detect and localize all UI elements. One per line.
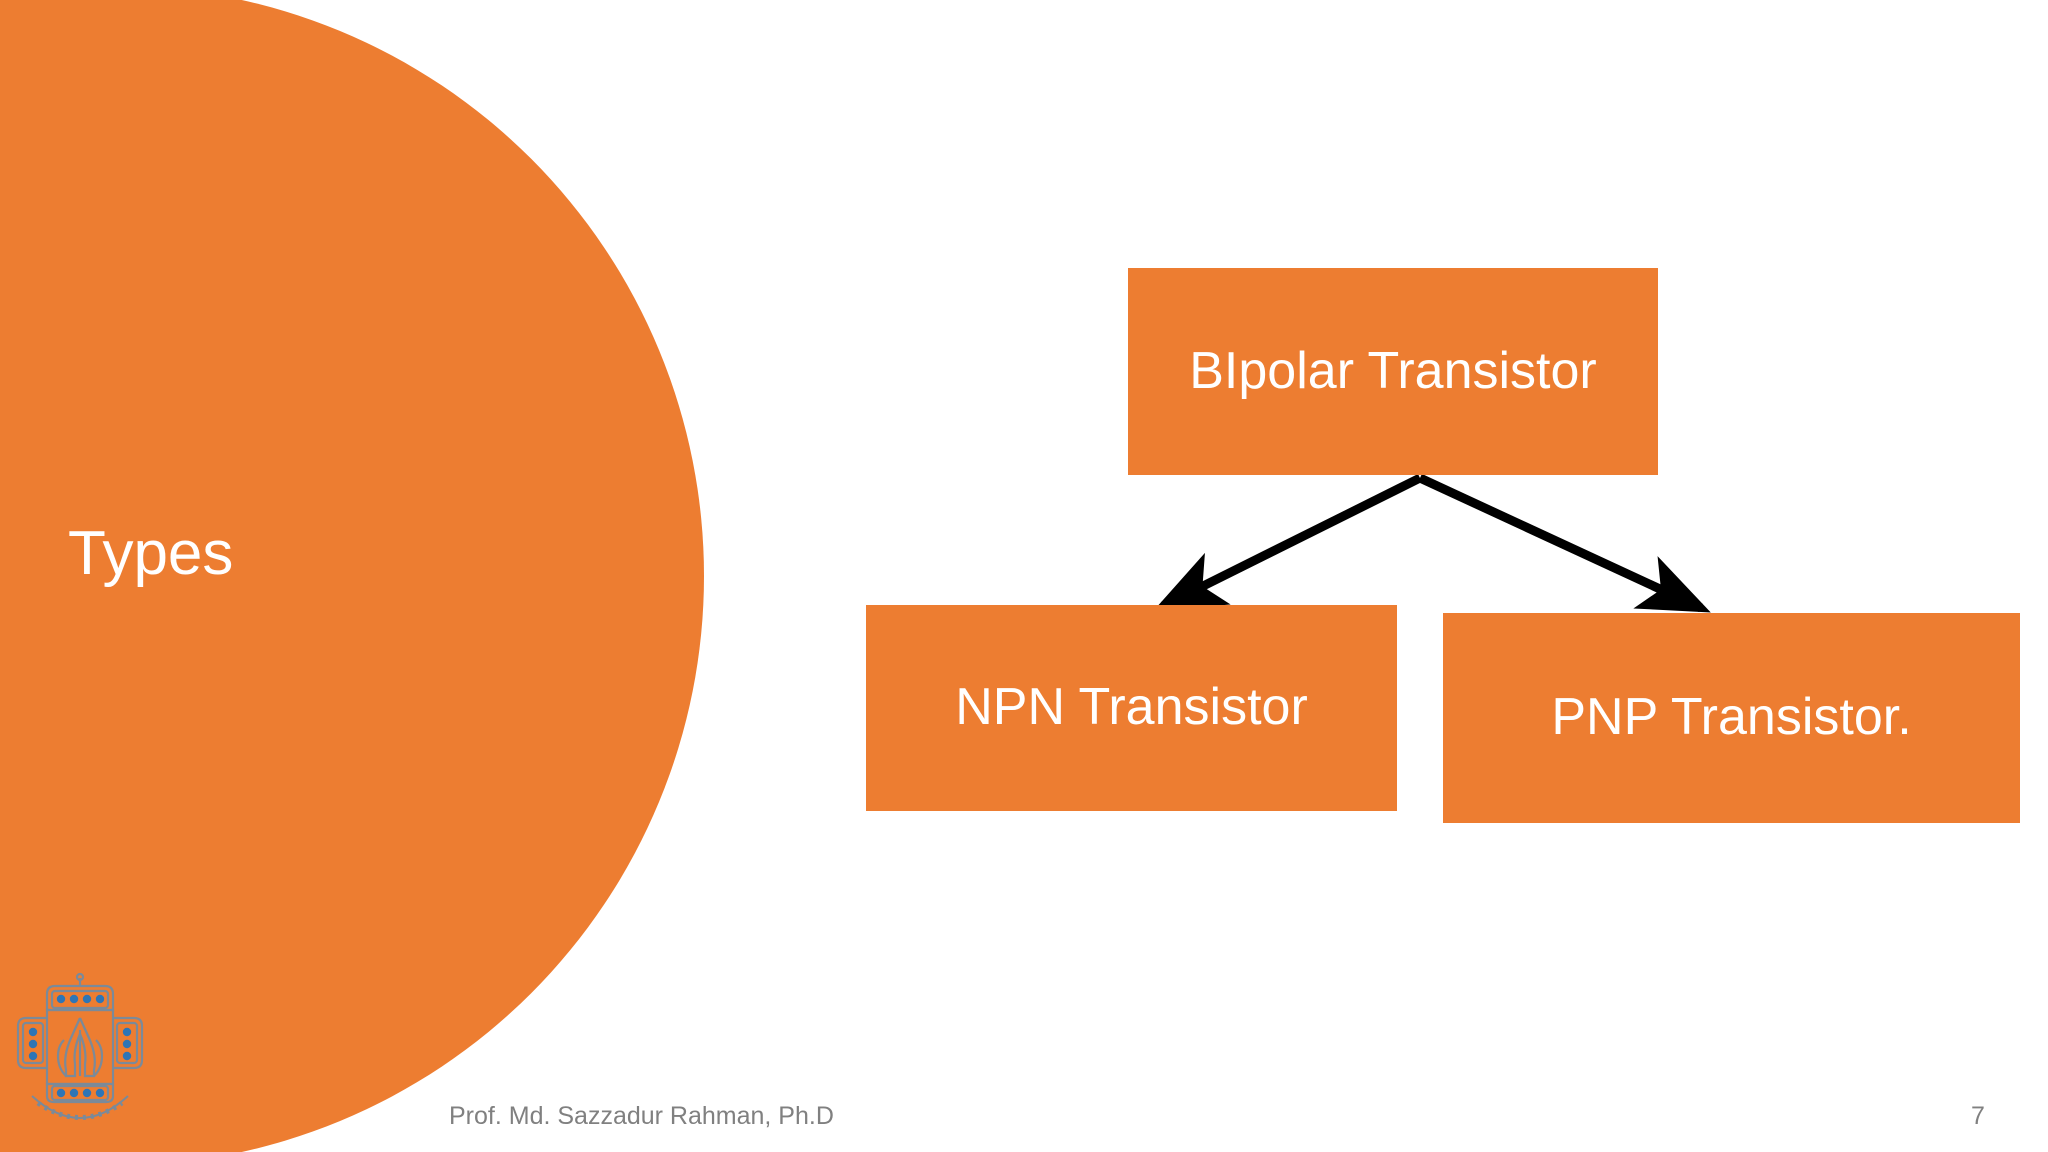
diagram-node-label: NPN Transistor: [955, 678, 1308, 737]
diagram-node-label: BIpolar Transistor: [1189, 341, 1597, 400]
slide-page-number: 7: [1971, 1102, 1985, 1130]
diagram-node-npn-transistor: NPN Transistor: [866, 605, 1397, 811]
page-title: Types: [68, 519, 234, 588]
diagram-node-bipolar-transistor: BIpolar Transistor: [1128, 268, 1658, 475]
connector-root-to-pnp: [1418, 473, 1711, 613]
university-logo-icon: [14, 972, 146, 1124]
footer-presenter-name: Prof. Md. Sazzadur Rahman, Ph.D: [449, 1102, 834, 1130]
diagram-node-pnp-transistor: PNP Transistor.: [1443, 613, 2020, 823]
diagram-node-label: PNP Transistor.: [1551, 688, 1912, 747]
connector-root-to-npn: [1153, 473, 1423, 611]
